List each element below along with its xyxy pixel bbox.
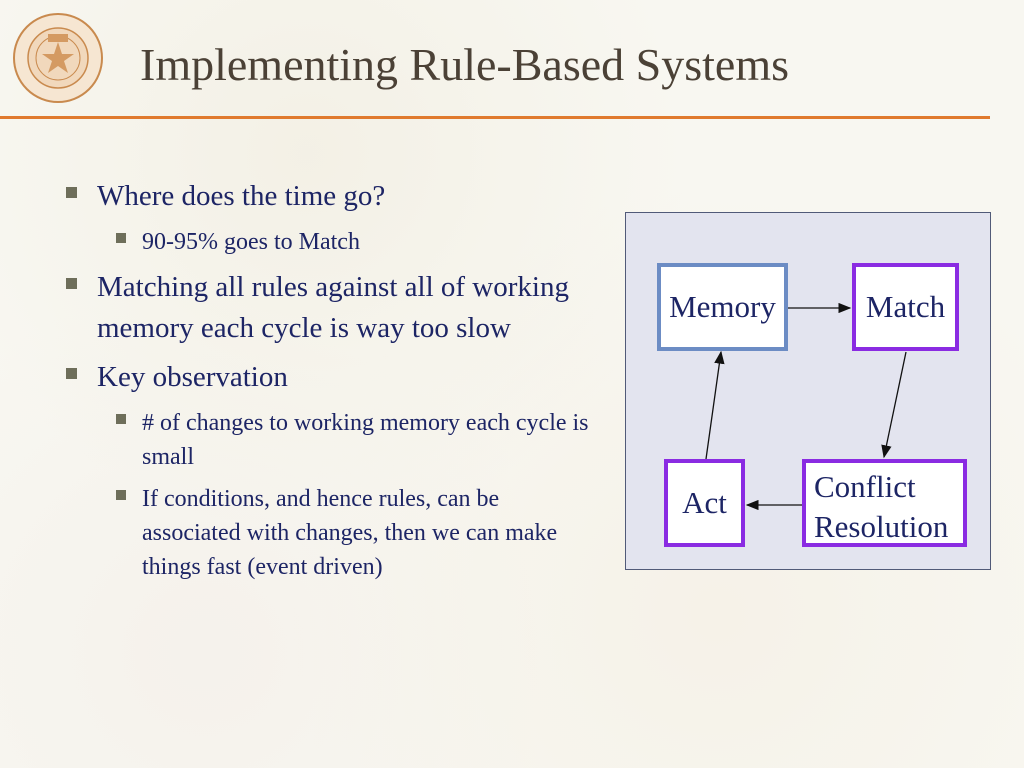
act-node: Act <box>664 459 745 547</box>
conflict-label-line1: Conflict <box>814 469 916 504</box>
sub-bullet-item: 90-95% goes to Match <box>116 225 600 259</box>
match-label: Match <box>865 289 946 324</box>
bullet-text: Where does the time go? <box>97 180 386 212</box>
bullet-item: Key observation <box>60 357 600 398</box>
bullet-item: Where does the time go? <box>60 176 600 217</box>
bullet-square-icon <box>66 368 77 379</box>
bullet-square-icon <box>66 187 77 198</box>
bullet-square-icon <box>116 490 126 500</box>
rule-cycle-diagram: Memory Match Conflict Resolution Act <box>625 212 991 570</box>
arrow-act-to-memory <box>705 350 725 460</box>
university-seal-icon <box>13 13 103 103</box>
sub-bullet-item: # of changes to working memory each cycl… <box>116 406 600 474</box>
bullet-text: Matching all rules against all of workin… <box>97 271 569 344</box>
arrow-match-to-conflict <box>881 351 907 459</box>
sub-bullet-text: # of changes to working memory each cycl… <box>142 410 589 470</box>
act-label: Act <box>682 485 727 520</box>
conflict-resolution-node: Conflict Resolution <box>802 459 967 547</box>
bullet-square-icon <box>66 278 77 289</box>
slide-title: Implementing Rule-Based Systems <box>140 39 790 90</box>
bullet-text: Key observation <box>97 361 288 393</box>
bullet-square-icon <box>116 233 126 243</box>
bullet-square-icon <box>116 414 126 424</box>
sub-bullet-text: 90-95% goes to Match <box>142 229 360 255</box>
memory-node: Memory <box>657 263 788 351</box>
title-divider <box>0 116 990 119</box>
bullet-item: Matching all rules against all of workin… <box>60 267 600 349</box>
sub-bullet-item: If conditions, and hence rules, can be a… <box>116 482 600 584</box>
match-node: Match <box>852 263 959 351</box>
bullet-list: Where does the time go? 90-95% goes to M… <box>60 176 600 592</box>
diagram-arrows <box>705 302 907 511</box>
conflict-label-line2: Resolution <box>814 509 949 544</box>
university-seal-logo <box>12 12 104 104</box>
memory-label: Memory <box>669 289 776 324</box>
sub-bullet-text: If conditions, and hence rules, can be a… <box>142 486 558 580</box>
